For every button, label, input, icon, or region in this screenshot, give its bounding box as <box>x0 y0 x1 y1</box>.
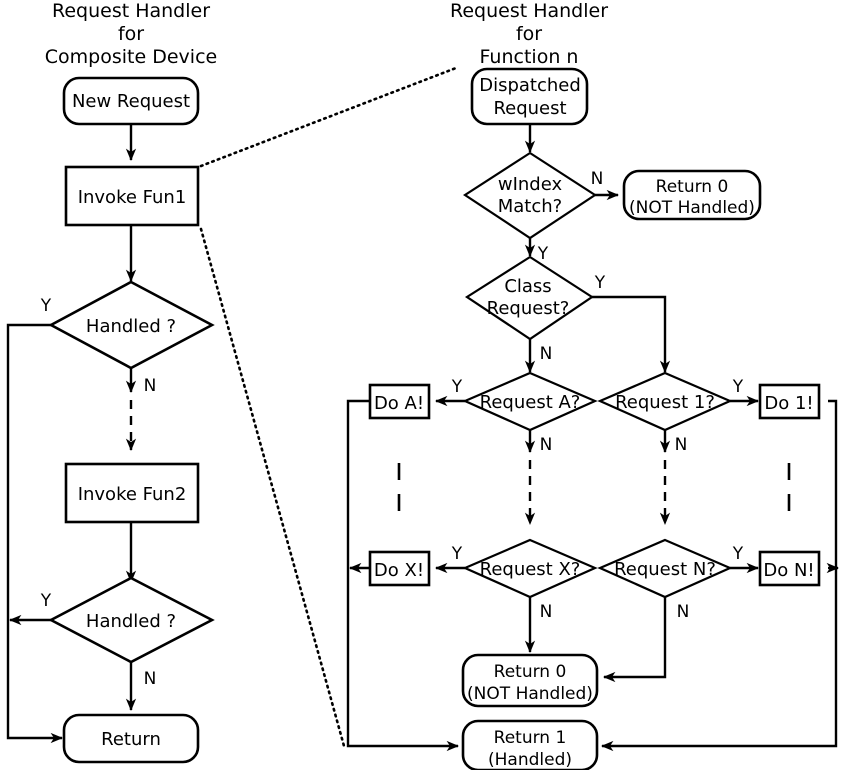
node-return-0-top-label-2: (NOT Handled) <box>629 198 755 218</box>
node-do-n-label: Do N! <box>763 560 814 581</box>
node-invoke-fun2[interactable] <box>64 462 200 524</box>
edge-label-handled-1-no: N <box>144 376 157 396</box>
edge-label-request-x-no: N <box>540 602 553 622</box>
node-return-1[interactable] <box>461 719 599 770</box>
edge-label-handled-1-yes: Y <box>40 296 52 316</box>
node-request-1[interactable] <box>597 371 733 432</box>
edge-label-request-a-no: N <box>540 435 553 455</box>
edge-label-request-x-yes: Y <box>451 544 463 564</box>
node-request-x[interactable] <box>462 538 598 599</box>
node-windex-match-label-2: Match? <box>498 196 562 217</box>
right-title-line-1: Request Handler <box>450 0 608 22</box>
edge-label-class-yes: Y <box>594 273 606 293</box>
edge-label-request-1-no: N <box>675 435 688 455</box>
node-class-request-label-1: Class <box>504 276 551 297</box>
edge-label-request-a-yes: Y <box>451 377 463 397</box>
node-return-0-top[interactable] <box>622 169 762 221</box>
node-do-a[interactable] <box>368 383 431 420</box>
node-handled-1-label: Handled ? <box>86 316 176 337</box>
edge-label-request-n-no: N <box>677 602 690 622</box>
left-title-line-1: Request Handler <box>52 0 210 22</box>
node-return-label: Return <box>101 729 161 750</box>
edge-do-1-rail-to-return-1 <box>600 399 838 752</box>
node-class-request-label-2: Request? <box>487 298 570 319</box>
edge-request-n-no-to-return-0-bottom <box>602 597 667 683</box>
node-return-0-bottom-label-1: Return 0 <box>494 662 567 682</box>
right-title-line-2: for <box>516 23 542 45</box>
right-title-line-3: Function n <box>480 46 579 68</box>
edge-handled-1-yes-to-return <box>6 323 64 744</box>
edge-label-handled-2-no: N <box>144 669 157 689</box>
node-dispatched-request-label-2: Request <box>493 98 566 119</box>
edge-label-windex-yes: Y <box>537 244 549 264</box>
edge-label-request-1-yes: Y <box>732 377 744 397</box>
edge-class-yes-to-request-1 <box>592 295 671 374</box>
node-new-request-label: New Request <box>72 91 190 112</box>
node-handled-2-label: Handled ? <box>86 611 176 632</box>
node-return-1-label-2: (Handled) <box>488 750 572 770</box>
node-windex-match[interactable] <box>462 151 598 240</box>
node-invoke-fun2-label: Invoke Fun2 <box>78 484 187 505</box>
expansion-dotted-line-bottom <box>199 227 346 748</box>
node-request-n[interactable] <box>597 538 733 599</box>
node-return-0-bottom-label-2: (NOT Handled) <box>467 684 593 704</box>
node-class-request[interactable] <box>464 255 594 341</box>
edge-label-windex-no: N <box>591 169 604 189</box>
node-return[interactable] <box>62 713 200 764</box>
node-return-0-top-label-1: Return 0 <box>656 177 729 197</box>
node-dispatched-request-label-1: Dispatched <box>479 75 581 96</box>
node-handled-2[interactable] <box>48 576 215 664</box>
left-title-line-2: for <box>118 23 144 45</box>
node-do-1-label: Do 1! <box>764 393 813 414</box>
node-new-request[interactable] <box>62 76 200 126</box>
node-windex-match-label-1: wIndex <box>498 174 563 195</box>
node-return-0-bottom[interactable] <box>461 653 599 708</box>
expansion-dotted-line-top <box>199 66 458 168</box>
edge-label-class-no: N <box>540 344 553 364</box>
node-do-a-label: Do A! <box>374 393 424 414</box>
node-dispatched-request[interactable] <box>470 67 589 126</box>
edge-do-a-rail-to-return-1 <box>346 399 460 752</box>
node-do-x-label: Do X! <box>374 560 424 581</box>
node-do-n[interactable] <box>758 550 821 587</box>
node-do-1[interactable] <box>758 383 821 420</box>
node-request-x-label: Request X? <box>480 559 581 580</box>
node-request-a-label: Request A? <box>480 392 581 413</box>
node-do-x[interactable] <box>368 550 431 587</box>
left-title-line-3: Composite Device <box>45 46 217 68</box>
node-return-1-label-1: Return 1 <box>494 728 567 748</box>
node-request-n-label: Request N? <box>614 559 716 580</box>
node-handled-1[interactable] <box>48 280 215 370</box>
node-request-1-label: Request 1? <box>615 392 715 413</box>
edge-label-handled-2-yes: Y <box>40 591 52 611</box>
node-invoke-fun1-label: Invoke Fun1 <box>78 187 187 208</box>
node-invoke-fun1[interactable] <box>64 165 200 227</box>
edge-label-request-n-yes: Y <box>732 544 744 564</box>
node-request-a[interactable] <box>462 371 598 432</box>
